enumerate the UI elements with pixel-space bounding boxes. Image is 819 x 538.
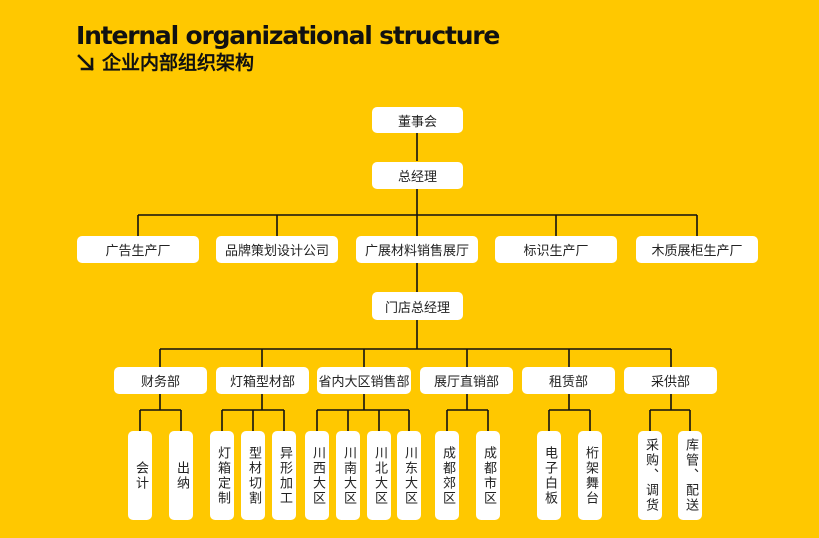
node-general-manager: 总经理 <box>372 162 463 189</box>
arrow-down-right-icon <box>77 54 94 71</box>
node-company-3: 广展材料销售展厅 <box>356 236 478 263</box>
node-dept-rental: 租赁部 <box>522 367 615 394</box>
node-company-4: 标识生产厂 <box>495 236 617 263</box>
node-unit-north-region: 川北大区 <box>367 431 391 520</box>
node-unit-east-region: 川东大区 <box>397 431 421 520</box>
node-unit-whiteboard: 电子白板 <box>537 431 561 520</box>
node-dept-procurement: 采供部 <box>624 367 717 394</box>
title-english: Internal organizational structure <box>76 21 500 50</box>
node-dept-finance: 财务部 <box>114 367 207 394</box>
node-dept-lightbox: 灯箱型材部 <box>216 367 309 394</box>
node-company-2: 品牌策划设计公司 <box>216 236 338 263</box>
node-unit-accounting: 会计 <box>128 431 152 520</box>
node-dept-showroom: 展厅直销部 <box>420 367 513 394</box>
node-board: 董事会 <box>372 107 463 133</box>
node-unit-truss-stage: 桁架舞台 <box>578 431 602 520</box>
node-unit-special-processing: 异形加工 <box>272 431 296 520</box>
node-unit-chengdu-city: 成都市区 <box>476 431 500 520</box>
node-unit-west-region: 川西大区 <box>305 431 329 520</box>
node-unit-chengdu-suburb: 成都郊区 <box>435 431 459 520</box>
node-unit-south-region: 川南大区 <box>336 431 360 520</box>
node-unit-warehouse: 库管、配送 <box>678 431 702 520</box>
title-chinese: 企业内部组织架构 <box>76 50 254 76</box>
node-dept-regional-sales: 省内大区销售部 <box>317 367 411 394</box>
title-chinese-text: 企业内部组织架构 <box>102 52 255 74</box>
node-unit-cashier: 出纳 <box>169 431 193 520</box>
node-company-1: 广告生产厂 <box>77 236 199 263</box>
node-company-5: 木质展柜生产厂 <box>636 236 758 263</box>
node-unit-purchasing: 采购、调货 <box>638 431 662 520</box>
node-store-manager: 门店总经理 <box>372 292 463 320</box>
node-unit-lightbox-custom: 灯箱定制 <box>210 431 234 520</box>
node-unit-profile-cutting: 型材切割 <box>241 431 265 520</box>
